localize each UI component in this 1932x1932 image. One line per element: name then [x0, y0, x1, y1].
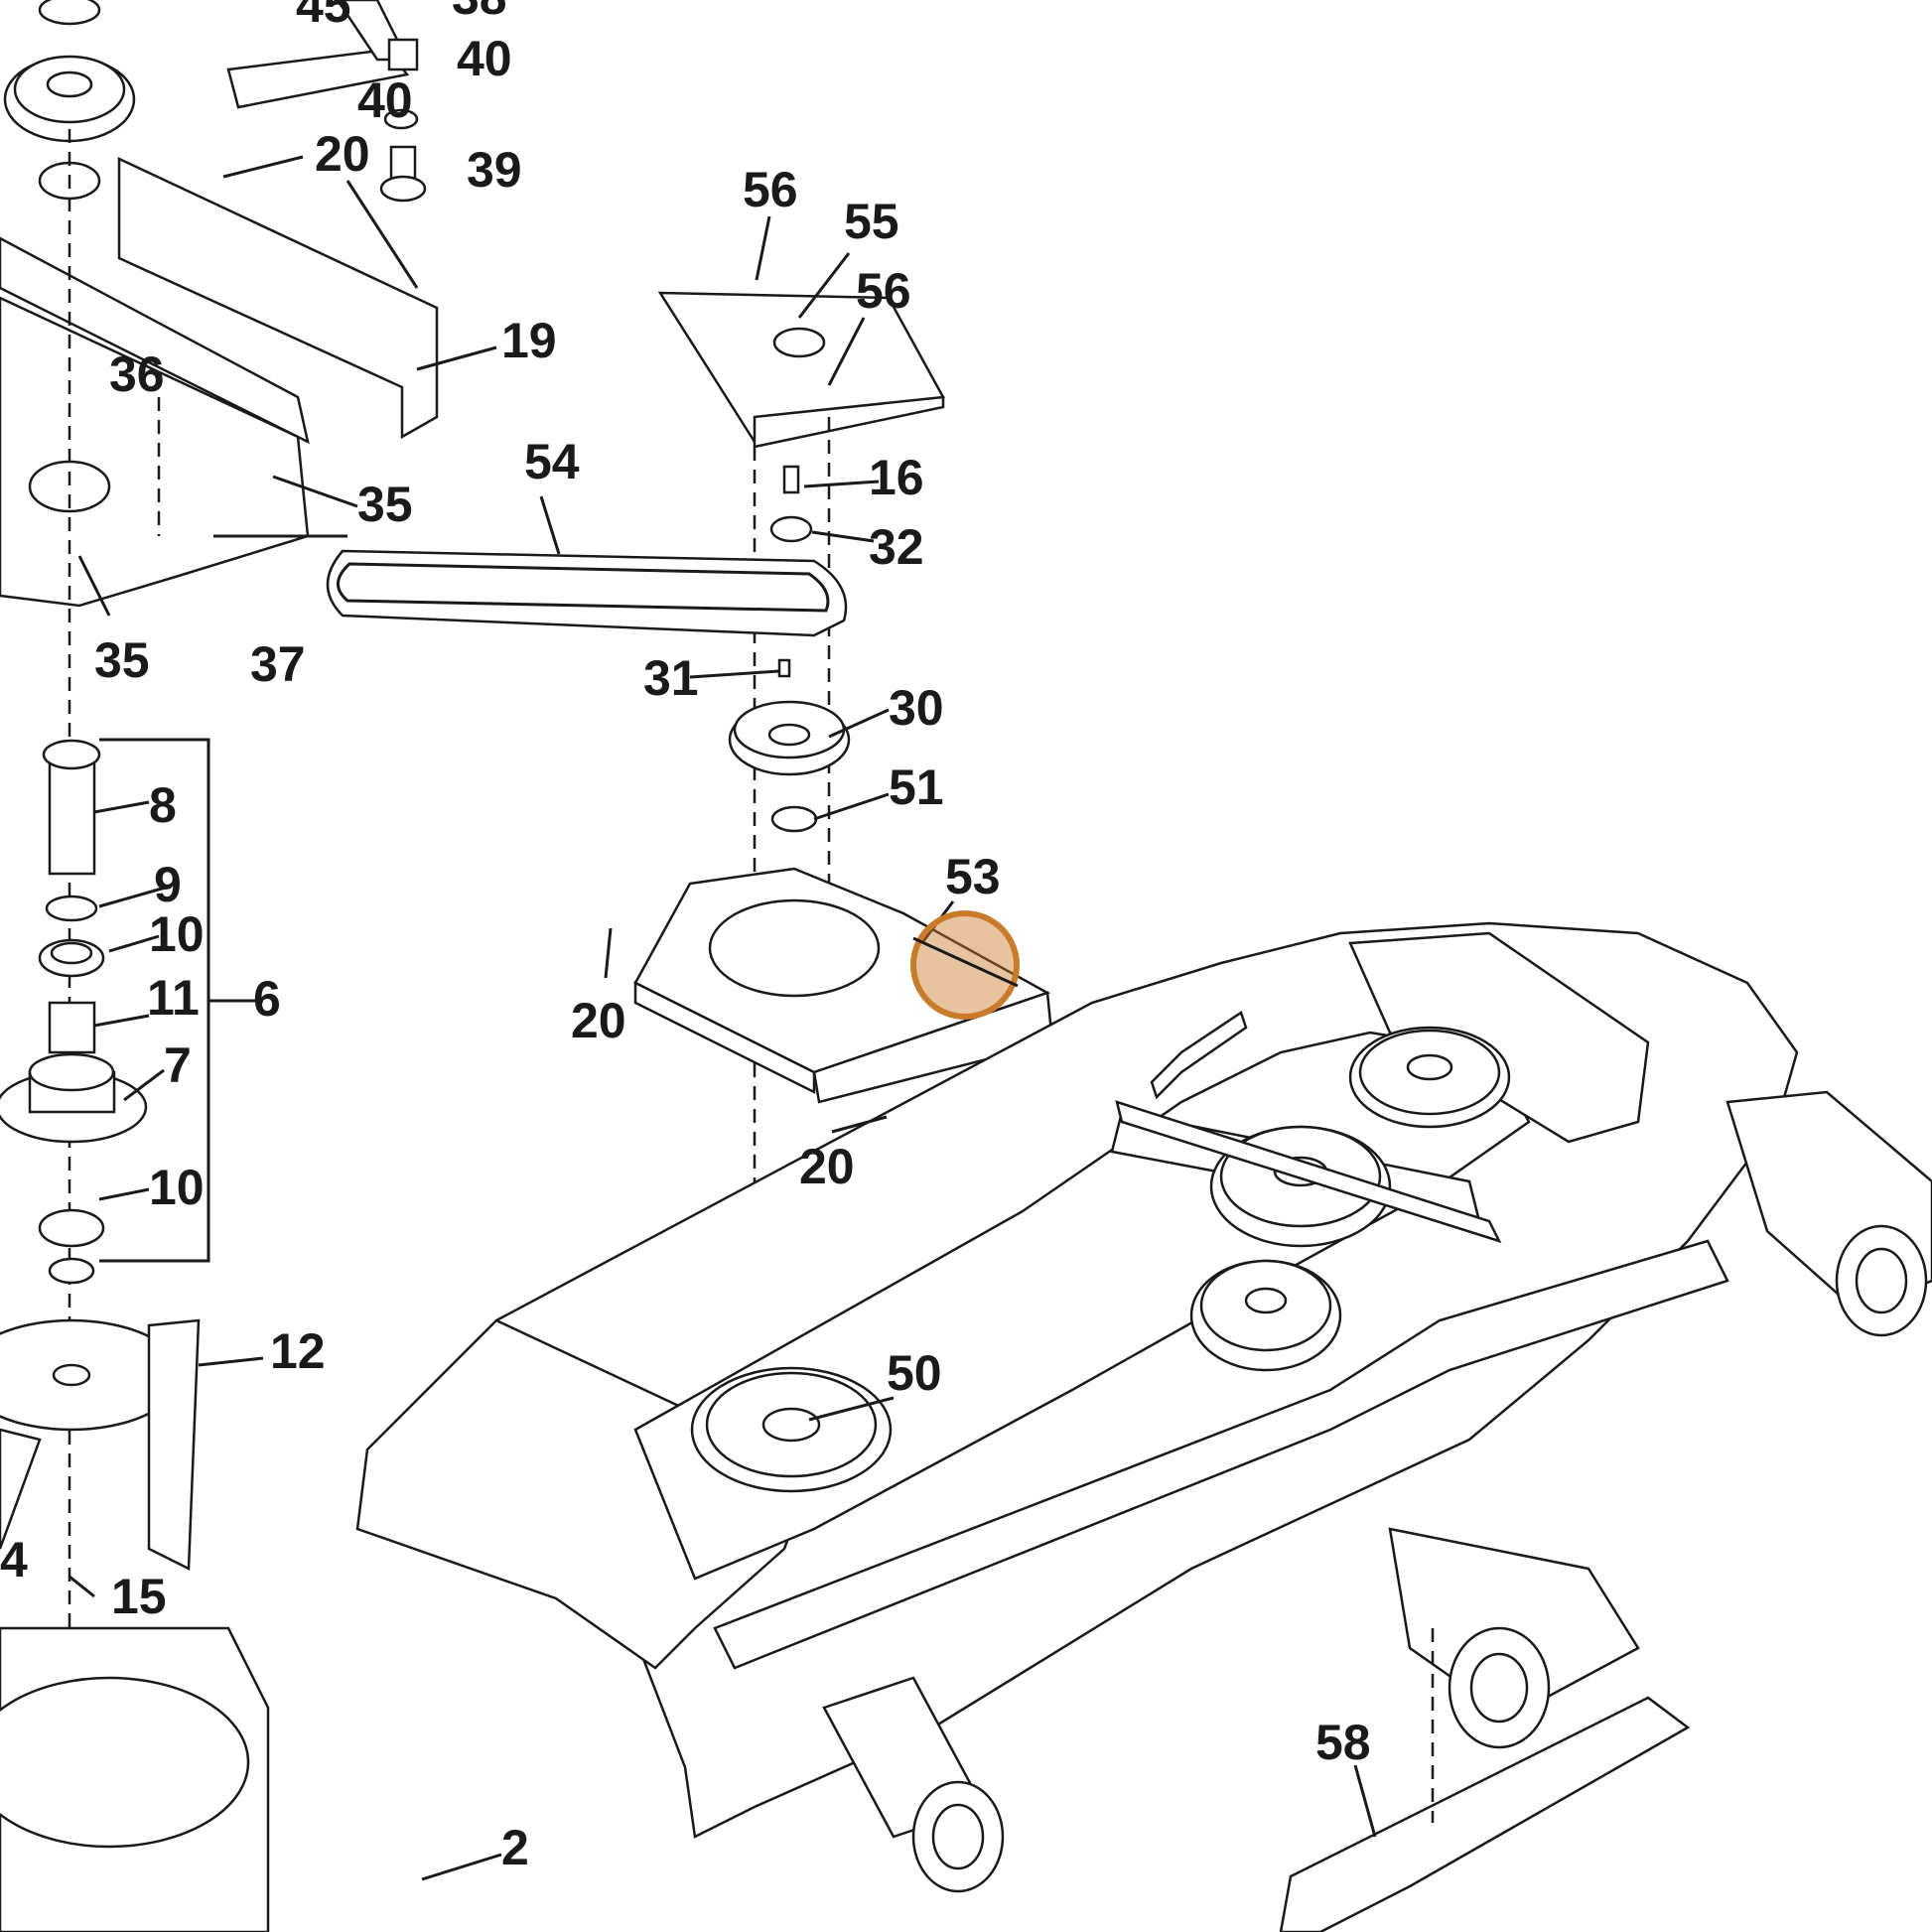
- callout-8: 8: [149, 777, 177, 833]
- callout-15: 15: [111, 1569, 167, 1624]
- upper-left-assembly: [0, 0, 439, 1708]
- callout-labels: 45 38 40 40 39 20 19 56 55 56 36 35 35 3…: [0, 0, 1371, 1875]
- callout-30: 30: [889, 680, 944, 736]
- callout-51: 51: [889, 759, 944, 815]
- leader-lines: [69, 155, 1377, 1881]
- highlight-marker: [910, 910, 1020, 1020]
- spindle-assembly: [0, 738, 270, 1932]
- deck-pulleys: [690, 1011, 1511, 1493]
- callout-37: 37: [250, 636, 306, 692]
- callout-55: 55: [844, 194, 899, 249]
- highlight-leader: [912, 936, 1019, 988]
- callout-45: 45: [296, 0, 351, 33]
- pulley-stack: [728, 465, 851, 833]
- callout-35-a: 35: [357, 477, 413, 532]
- callout-7: 7: [164, 1037, 192, 1093]
- callout-58: 58: [1315, 1715, 1371, 1770]
- callout-56-a: 56: [743, 162, 798, 217]
- callout-19: 19: [501, 313, 557, 368]
- callout-4: 4: [0, 1532, 28, 1587]
- drive-belt: [326, 549, 848, 637]
- callout-31: 31: [643, 650, 699, 706]
- callout-20-top: 20: [315, 126, 370, 182]
- callout-2: 2: [501, 1820, 529, 1875]
- callout-10-b: 10: [149, 1160, 205, 1215]
- mower-blade: [1279, 1628, 1691, 1932]
- callout-36: 36: [109, 346, 165, 402]
- anti-scalp-wheels: [822, 1090, 1932, 1893]
- callout-20-b: 20: [799, 1139, 855, 1194]
- callout-50: 50: [887, 1345, 942, 1401]
- idler-bracket: [633, 867, 1054, 1104]
- callout-40-b: 40: [357, 72, 413, 128]
- callout-20-a: 20: [571, 993, 626, 1048]
- callout-53: 53: [945, 849, 1001, 904]
- mower-deck: [355, 921, 1799, 1839]
- callout-56-b: 56: [856, 263, 911, 319]
- callout-54: 54: [524, 434, 580, 489]
- callout-40-a: 40: [457, 31, 512, 86]
- callout-10-a: 10: [149, 906, 205, 962]
- callout-12: 12: [270, 1323, 326, 1379]
- callout-35-b: 35: [94, 632, 150, 688]
- callout-39: 39: [467, 142, 522, 198]
- callout-32: 32: [869, 519, 924, 575]
- callout-38: 38: [452, 0, 507, 25]
- callout-11: 11: [147, 970, 200, 1026]
- callout-9: 9: [154, 857, 182, 912]
- callout-16: 16: [869, 450, 924, 505]
- callout-6: 6: [253, 971, 281, 1027]
